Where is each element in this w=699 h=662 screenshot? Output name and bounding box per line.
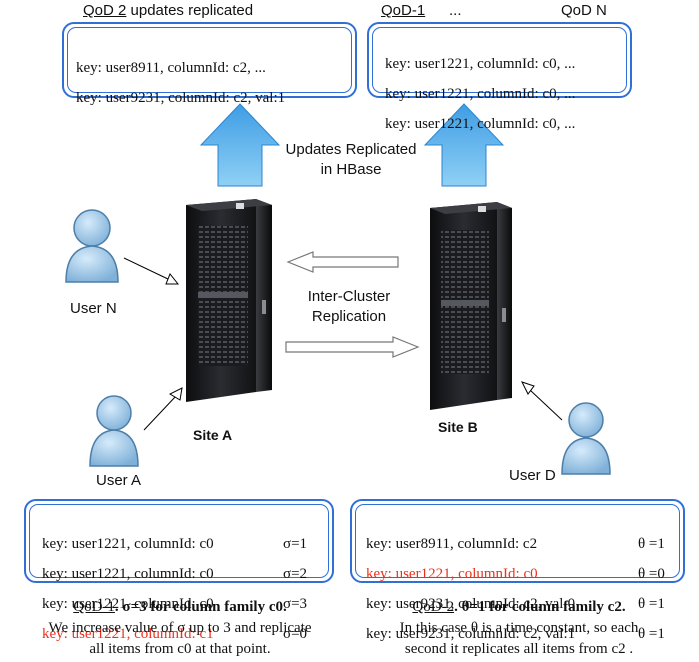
bottom-left-box: key: user1221, columnId: c0 σ=1 key: user… bbox=[24, 499, 334, 642]
table-row: key: user9231, columnId: c2, val:0 θ =1 bbox=[366, 596, 676, 612]
top-right-box: key: user1221, columnId: c0, ... key: us… bbox=[367, 22, 632, 132]
user-n-icon bbox=[65, 209, 119, 283]
top-left-header-rest: updates replicated bbox=[126, 2, 254, 19]
replication-arrow-right bbox=[285, 336, 420, 358]
table-cell-sigma: σ=3 bbox=[283, 596, 308, 612]
table-cell-sigma: σ=2 bbox=[283, 566, 308, 582]
bottom-right-caption-line2: In this case θ is a time constant, so ea… bbox=[399, 620, 639, 636]
user-d-label: User D bbox=[509, 467, 556, 484]
table-cell-key: key: user9231, columnId: c2, val:1 bbox=[366, 626, 576, 642]
site-b-label: Site B bbox=[438, 419, 478, 435]
qod2-caption-link[interactable]: QoD-2 bbox=[412, 599, 455, 615]
list-item: key: user1221, columnId: c0, ... bbox=[385, 116, 576, 132]
server-rack-a-icon bbox=[186, 199, 272, 402]
user-d-icon bbox=[561, 402, 611, 475]
table-row: key: user1221, columnId: c0 σ=2 bbox=[42, 566, 322, 582]
table-cell-sigma: σ=1 bbox=[283, 536, 308, 552]
list-item: key: user1221, columnId: c0, ... bbox=[385, 86, 576, 102]
replication-arrow-left bbox=[286, 251, 399, 273]
table-cell-theta: θ =1 bbox=[638, 536, 665, 552]
user-a-pointer-arrow bbox=[143, 387, 183, 431]
table-cell-key: key: user1221, columnId: c0 bbox=[366, 566, 538, 582]
user-n-label: User N bbox=[70, 300, 117, 317]
site-a-label: Site A bbox=[193, 427, 233, 443]
server-rack-b-icon bbox=[430, 202, 512, 410]
bottom-right-caption: QoD-2. θ=1 for column family c2. In this… bbox=[349, 597, 689, 660]
table-cell-theta: θ =1 bbox=[638, 596, 665, 612]
bottom-left-caption-bold: . σ=3 for column family c0. bbox=[114, 599, 287, 615]
table-row-highlighted: key: user1221, columnId: c0 θ =0 bbox=[366, 566, 676, 582]
updates-replicated-label: Updates Replicated in HBase bbox=[281, 140, 421, 180]
inter-cluster-line1: Inter-Cluster bbox=[307, 288, 391, 305]
bottom-left-caption-line2: We increase value of σ up to 3 and repli… bbox=[48, 620, 312, 636]
list-item: key: user1221, columnId: c0, ... bbox=[385, 56, 576, 72]
table-cell-key: key: user1221, columnId: c0 bbox=[42, 536, 214, 552]
top-left-box: key: user8911, columnId: c2, ... key: us… bbox=[62, 22, 357, 106]
replication-up-arrow-left bbox=[199, 103, 281, 187]
bottom-right-caption-bold: . θ=1 for column family c2. bbox=[454, 599, 626, 615]
table-cell-key: key: user1221, columnId: c0 bbox=[42, 596, 214, 612]
table-cell-key: key: user9231, columnId: c2, val:0 bbox=[366, 596, 576, 612]
top-right-header: QoD-1 bbox=[381, 2, 425, 19]
bottom-left-caption-line3: all items from c0 at that point. bbox=[89, 641, 271, 657]
list-item: key: user9231, columnId: c2, val:1 bbox=[76, 90, 286, 106]
table-cell-key: key: user1221, columnId: c0 bbox=[42, 566, 214, 582]
table-row: key: user8911, columnId: c2 θ =1 bbox=[366, 536, 676, 552]
table-cell-theta: θ =0 bbox=[638, 566, 665, 582]
user-n-pointer-arrow bbox=[123, 257, 180, 285]
top-right-ellipsis: ... bbox=[449, 2, 462, 19]
qod-n-label: QoD N bbox=[561, 2, 607, 19]
bottom-left-caption: QoD-1. σ=3 for column family c0. We incr… bbox=[0, 597, 360, 660]
inter-cluster-label: Inter-Cluster Replication bbox=[284, 287, 414, 327]
user-d-pointer-arrow bbox=[521, 381, 563, 421]
replication-up-arrow-right bbox=[423, 103, 505, 187]
table-row: key: user9231, columnId: c2, val:1 θ =1 bbox=[366, 626, 676, 642]
table-cell-theta: θ =1 bbox=[638, 626, 665, 642]
table-row: key: user1221, columnId: c0 σ=3 bbox=[42, 596, 322, 612]
table-cell-sigma: σ=0 bbox=[283, 626, 308, 642]
inter-cluster-line2: Replication bbox=[311, 308, 387, 325]
bottom-left-caption-line1: QoD-1. σ=3 for column family c0. bbox=[0, 597, 360, 618]
updates-replicated-line1: Updates Replicated bbox=[285, 141, 417, 158]
user-a-icon bbox=[89, 395, 139, 467]
table-row-highlighted: key: user1221, columnId: c1 σ=0 bbox=[42, 626, 322, 642]
updates-replicated-line2: in HBase bbox=[320, 161, 382, 178]
table-row: key: user1221, columnId: c0 σ=1 bbox=[42, 536, 322, 552]
qod1-caption-link[interactable]: QoD-1 bbox=[73, 599, 115, 615]
bottom-right-box: key: user8911, columnId: c2 θ =1 key: use… bbox=[350, 499, 685, 642]
list-item: key: user8911, columnId: c2, ... bbox=[76, 60, 266, 76]
user-a-label: User A bbox=[96, 472, 142, 489]
qod1-link[interactable]: QoD-1 bbox=[381, 2, 426, 19]
bottom-right-caption-line1: QoD-2. θ=1 for column family c2. bbox=[349, 597, 689, 618]
bottom-right-caption-line3: second it replicates all items from c2 . bbox=[404, 641, 634, 657]
table-cell-key: key: user1221, columnId: c1 bbox=[42, 626, 214, 642]
qod2-link[interactable]: QoD 2 bbox=[83, 2, 127, 19]
table-cell-key: key: user8911, columnId: c2 bbox=[366, 536, 538, 552]
top-left-header: QoD 2 updates replicated bbox=[83, 2, 253, 19]
